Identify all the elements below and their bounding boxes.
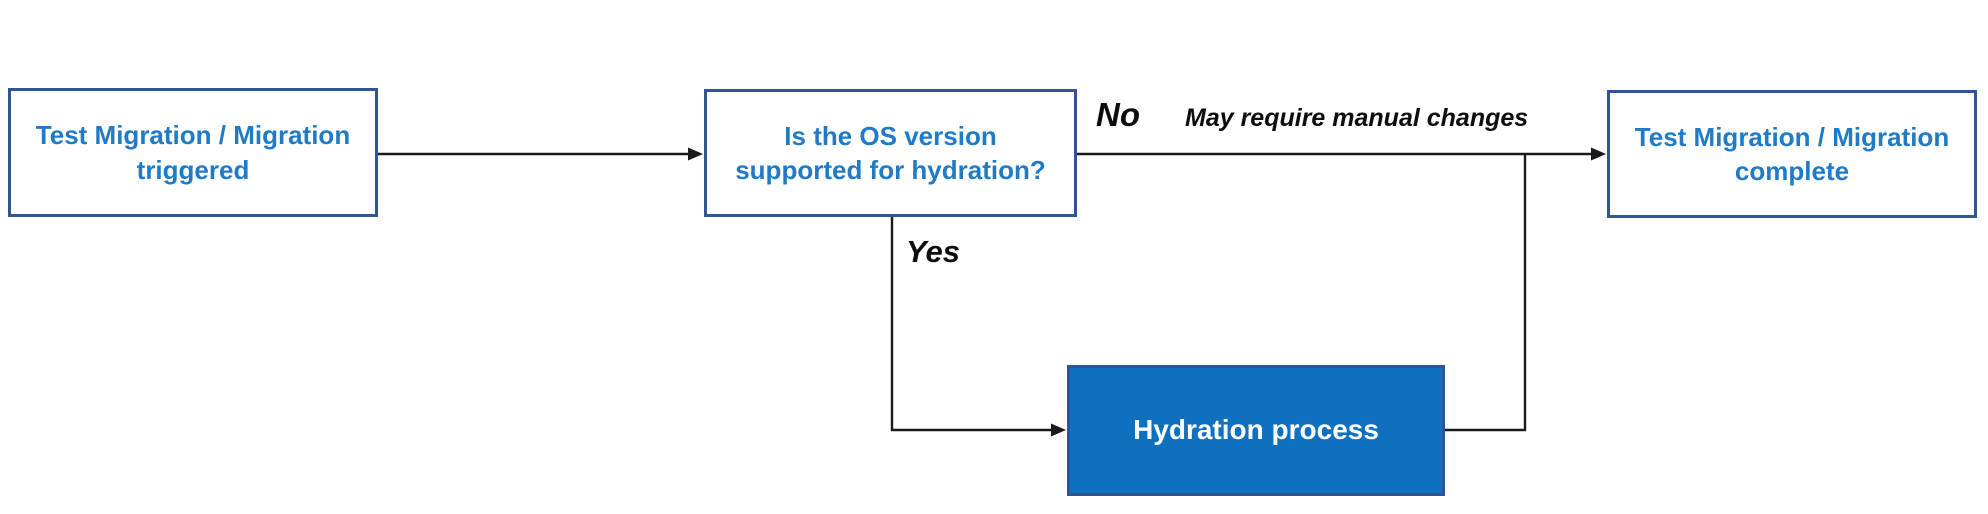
node-migration-complete: Test Migration / Migration complete xyxy=(1607,90,1977,218)
edge-label-no: No xyxy=(1096,96,1140,133)
node-label-line: complete xyxy=(1734,156,1850,186)
node-label-line: Is the OS version xyxy=(784,120,997,151)
arrowhead-icon xyxy=(688,147,703,161)
connector-no-to-complete xyxy=(1077,147,1606,161)
connector-hydration-to-complete xyxy=(1445,155,1527,432)
edge-note-manual-changes: May require manual changes xyxy=(1185,104,1529,132)
node-os-version-decision: Is the OS version supported for hydratio… xyxy=(704,89,1077,217)
connector-yes-to-hydration xyxy=(890,217,1066,437)
node-label-line: Hydration process xyxy=(1133,414,1379,446)
node-hydration-process: Hydration process xyxy=(1067,365,1445,496)
edge-label-yes: Yes xyxy=(906,234,961,269)
arrowhead-icon xyxy=(1051,423,1066,437)
node-label-line: supported for hydration? xyxy=(735,155,1046,185)
node-label-line: Test Migration / Migration xyxy=(1634,121,1950,152)
node-label-line: triggered xyxy=(136,154,250,185)
node-test-migration-triggered: Test Migration / Migration triggered xyxy=(8,88,378,217)
node-label-line: Test Migration / Migration xyxy=(35,120,351,151)
connector-start-to-decision xyxy=(378,147,703,161)
arrowhead-icon xyxy=(1591,147,1606,161)
